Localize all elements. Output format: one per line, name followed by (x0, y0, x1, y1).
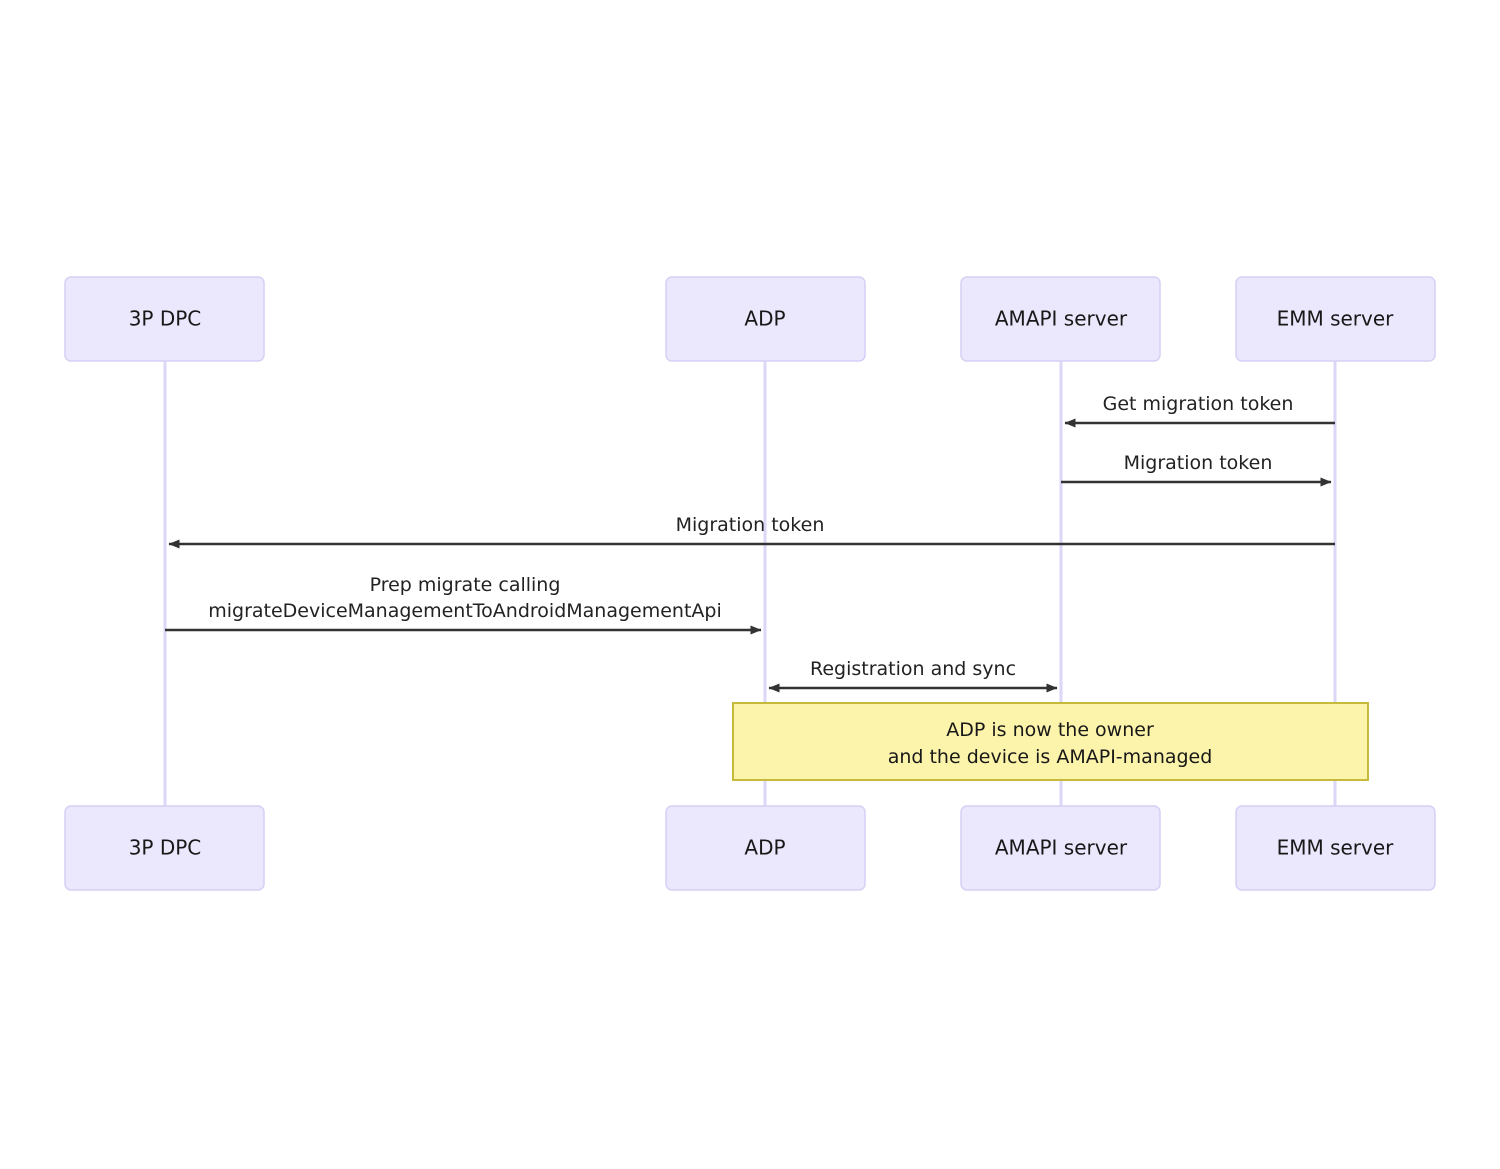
message-label: Registration and sync (810, 658, 1016, 680)
message-m3[interactable]: Migration token (168, 514, 1335, 549)
message-label: Migration token (676, 514, 825, 536)
participant-adp-top[interactable]: ADP (665, 276, 866, 362)
note-text-line: and the device is AMAPI-managed (888, 746, 1213, 768)
message-m1[interactable]: Get migration token (1064, 393, 1335, 428)
note-text-line: ADP is now the owner (946, 719, 1154, 741)
participant-box (1235, 805, 1436, 891)
participant-box (665, 805, 866, 891)
participant-amapi-bottom[interactable]: AMAPI server (960, 805, 1161, 891)
participant-label: AMAPI server (995, 836, 1128, 860)
note-text: ADP is now the owner and the device is AM… (888, 719, 1213, 768)
note-box (732, 702, 1369, 781)
participant-emm-bottom[interactable]: EMM server (1235, 805, 1436, 891)
participant-box (960, 276, 1161, 362)
message-label-line: migrateDeviceManagementToAndroidManageme… (208, 600, 722, 622)
participant-label: EMM server (1277, 307, 1395, 331)
message-m5[interactable]: Registration and sync (768, 658, 1058, 693)
message-label-line: Get migration token (1103, 393, 1294, 415)
message-label-line: Prep migrate calling (370, 574, 561, 596)
participant-box (64, 276, 265, 362)
participant-box (1235, 276, 1436, 362)
message-label-line: Registration and sync (810, 658, 1016, 680)
message-m2[interactable]: Migration token (1061, 452, 1332, 487)
participant-label: 3P DPC (129, 836, 202, 860)
participant-dpc-top[interactable]: 3P DPC (64, 276, 265, 362)
message-label-line: Migration token (676, 514, 825, 536)
participant-label: 3P DPC (129, 307, 202, 331)
participant-amapi-top[interactable]: AMAPI server (960, 276, 1161, 362)
participant-adp-bottom[interactable]: ADP (665, 805, 866, 891)
participant-box (64, 805, 265, 891)
note-n1[interactable]: ADP is now the owner and the device is AM… (732, 702, 1369, 781)
participant-label: EMM server (1277, 836, 1395, 860)
participant-label: AMAPI server (995, 307, 1128, 331)
participant-label: ADP (744, 307, 785, 331)
participant-dpc-bottom[interactable]: 3P DPC (64, 805, 265, 891)
participant-box (665, 276, 866, 362)
notes-layer: ADP is now the owner and the device is AM… (732, 702, 1369, 781)
message-label: Migration token (1124, 452, 1273, 474)
message-label-line: Migration token (1124, 452, 1273, 474)
participant-box (960, 805, 1161, 891)
participant-label: ADP (744, 836, 785, 860)
message-label: Get migration token (1103, 393, 1294, 415)
message-m4[interactable]: Prep migrate calling migrateDeviceManagem… (165, 574, 762, 635)
message-label: Prep migrate calling migrateDeviceManagem… (208, 574, 722, 622)
participant-emm-top[interactable]: EMM server (1235, 276, 1436, 362)
